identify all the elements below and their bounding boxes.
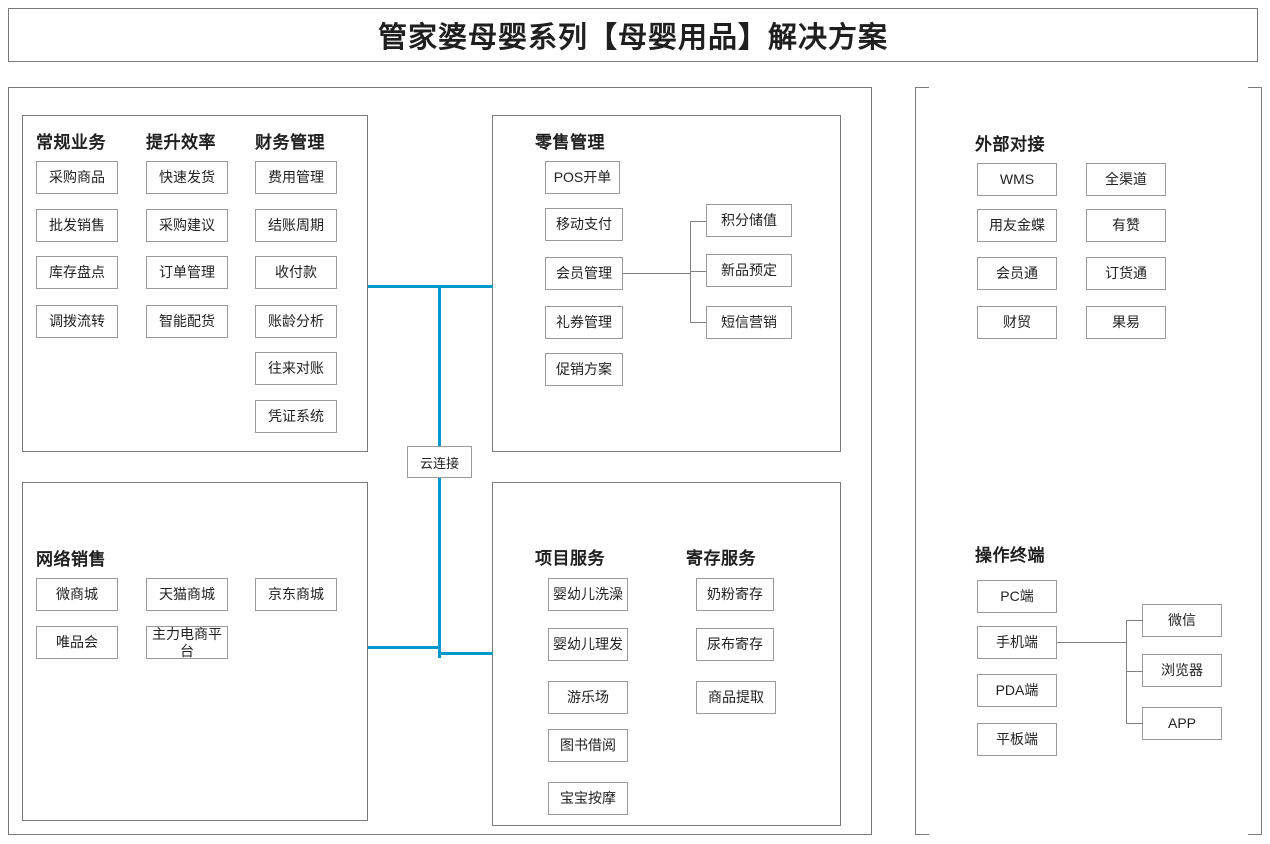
node-wechat-mall[interactable]: 微商城 (36, 578, 118, 611)
connector-terminal-trunk-h (1057, 642, 1127, 643)
node-cloud-connection[interactable]: 云连接 (407, 446, 472, 478)
heading-storage-service: 寄存服务 (686, 549, 756, 568)
node-order-management[interactable]: 订单管理 (146, 256, 228, 289)
connector-terminal-branch-2 (1126, 671, 1143, 672)
cloud-line-vertical-top (438, 285, 441, 446)
node-yonyou-kingdee[interactable]: 用友金蝶 (977, 209, 1057, 242)
cloud-line-bottom-left (368, 646, 441, 649)
node-vip-shop[interactable]: 唯品会 (36, 626, 118, 659)
node-mobile-terminal[interactable]: 手机端 (977, 626, 1057, 659)
heading-retail-management: 零售管理 (535, 133, 605, 152)
node-browser[interactable]: 浏览器 (1142, 654, 1222, 687)
title-bar: 管家婆母婴系列【母婴用品】解决方案 (8, 8, 1258, 62)
heading-external-docking: 外部对接 (975, 135, 1045, 154)
node-diaper-storage[interactable]: 尿布寄存 (696, 628, 774, 661)
node-wechat[interactable]: 微信 (1142, 604, 1222, 637)
node-wms[interactable]: WMS (977, 163, 1057, 196)
heading-regular-business: 常规业务 (36, 133, 106, 152)
node-baby-bath[interactable]: 婴幼儿洗澡 (548, 578, 628, 611)
connector-member-branch-2 (690, 271, 706, 272)
cloud-line-bottom-right (438, 652, 493, 655)
heading-network-sales: 网络销售 (36, 550, 106, 569)
page-title: 管家婆母婴系列【母婴用品】解决方案 (377, 22, 888, 54)
node-main-ecommerce-platform[interactable]: 主力电商平台 (146, 626, 228, 659)
node-points-storedvalue[interactable]: 积分储值 (706, 204, 792, 237)
connector-terminal-branch-1 (1126, 620, 1143, 621)
heading-operation-terminal: 操作终端 (975, 546, 1045, 565)
node-transfer-flow[interactable]: 调拨流转 (36, 305, 118, 338)
node-aging-analysis[interactable]: 账龄分析 (255, 305, 337, 338)
node-app[interactable]: APP (1142, 707, 1222, 740)
node-pc-terminal[interactable]: PC端 (977, 580, 1057, 613)
node-pda-terminal[interactable]: PDA端 (977, 674, 1057, 707)
node-mobile-payment[interactable]: 移动支付 (545, 208, 623, 241)
service-group-box (492, 482, 841, 826)
heading-efficiency: 提升效率 (146, 133, 216, 152)
node-settlement-cycle[interactable]: 结账周期 (255, 209, 337, 242)
node-expense-management[interactable]: 费用管理 (255, 161, 337, 194)
node-tmall-mall[interactable]: 天猫商城 (146, 578, 228, 611)
node-member-pass[interactable]: 会员通 (977, 257, 1057, 290)
node-member-management[interactable]: 会员管理 (545, 257, 623, 290)
node-tablet-terminal[interactable]: 平板端 (977, 723, 1057, 756)
node-fast-shipping[interactable]: 快速发货 (146, 161, 228, 194)
node-reconciliation[interactable]: 往来对账 (255, 352, 337, 385)
node-baby-massage[interactable]: 宝宝按摩 (548, 782, 628, 815)
node-youzan[interactable]: 有赞 (1086, 209, 1166, 242)
node-wholesale-sales[interactable]: 批发销售 (36, 209, 118, 242)
node-goods-pickup[interactable]: 商品提取 (696, 681, 776, 714)
node-milkpowder-storage[interactable]: 奶粉寄存 (696, 578, 774, 611)
node-purchase-goods[interactable]: 采购商品 (36, 161, 118, 194)
cloud-line-vertical-bottom (438, 478, 441, 655)
node-guoyi[interactable]: 果易 (1086, 306, 1166, 339)
node-book-lending[interactable]: 图书借阅 (548, 729, 628, 762)
node-coupon-management[interactable]: 礼券管理 (545, 306, 623, 339)
node-inventory-count[interactable]: 库存盘点 (36, 256, 118, 289)
connector-terminal-branch-3 (1126, 723, 1143, 724)
heading-project-service: 项目服务 (535, 549, 605, 568)
node-finance-trade[interactable]: 财贸 (977, 306, 1057, 339)
node-playground[interactable]: 游乐场 (548, 681, 628, 714)
node-promotion-plan[interactable]: 促销方案 (545, 353, 623, 386)
node-voucher-system[interactable]: 凭证系统 (255, 400, 337, 433)
connector-member-branch-1 (690, 221, 706, 222)
node-baby-haircut[interactable]: 婴幼儿理发 (548, 628, 628, 661)
heading-finance: 财务管理 (255, 133, 325, 152)
left-panel (8, 87, 872, 835)
node-order-pass[interactable]: 订货通 (1086, 257, 1166, 290)
cloud-line-top-left (368, 285, 441, 288)
cloud-line-top-right (438, 285, 493, 288)
connector-member-branch-3 (690, 322, 706, 323)
node-sms-marketing[interactable]: 短信营销 (706, 306, 792, 339)
node-jd-mall[interactable]: 京东商城 (255, 578, 337, 611)
connector-member-trunk-h (623, 273, 690, 274)
node-receipt-payment[interactable]: 收付款 (255, 256, 337, 289)
node-pos-billing[interactable]: POS开单 (545, 161, 620, 194)
node-smart-allocation[interactable]: 智能配货 (146, 305, 228, 338)
node-purchase-advice[interactable]: 采购建议 (146, 209, 228, 242)
node-omnichannel[interactable]: 全渠道 (1086, 163, 1166, 196)
node-new-product-reserve[interactable]: 新品预定 (706, 254, 792, 287)
connector-member-trunk-v (690, 221, 691, 323)
